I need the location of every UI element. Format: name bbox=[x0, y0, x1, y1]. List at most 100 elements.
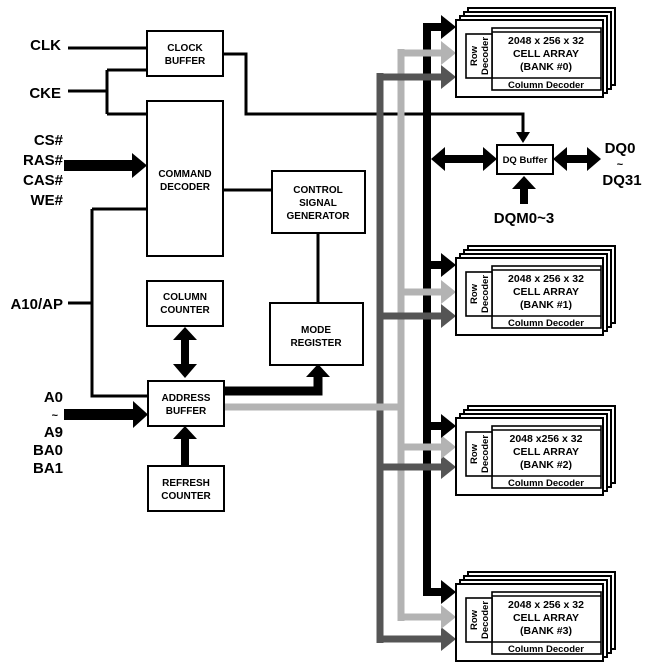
bank-1-row-decoder-line1: Row bbox=[469, 283, 480, 304]
dqm-arrow bbox=[512, 176, 536, 204]
bank-buses bbox=[376, 15, 456, 651]
refresh-counter-arrow bbox=[173, 426, 197, 465]
pin-ras-label: RAS# bbox=[23, 152, 64, 169]
pin-cas-label: CAS# bbox=[23, 172, 64, 189]
bank-1-cell-array-outer bbox=[491, 265, 602, 329]
bank-3-cell-array-outer bbox=[491, 591, 602, 655]
clock-buffer-line2: BUFFER bbox=[165, 56, 206, 67]
command-decoder-line1: COMMAND bbox=[158, 169, 211, 180]
bus-dark-arrowhead-bank-0 bbox=[441, 65, 456, 89]
pin-we-label: WE# bbox=[30, 192, 63, 209]
bus-black-arrowhead-bank-0 bbox=[441, 15, 456, 39]
pin-cs-label: CS# bbox=[34, 132, 64, 149]
pin-dq31-label: DQ31 bbox=[602, 172, 641, 189]
clock-to-dq-wire bbox=[223, 52, 525, 133]
pin-a9-label: A9 bbox=[44, 424, 63, 441]
bank-0-column-decoder: Column Decoder bbox=[508, 80, 584, 91]
ctrl-gen-line1: CONTROL bbox=[293, 185, 342, 196]
address-buffer-block: ADDRESS BUFFER bbox=[147, 380, 225, 427]
bank-0-row-decoder-box bbox=[465, 33, 493, 79]
column-counter-line1: COLUMN bbox=[163, 292, 207, 303]
pin-cke-label: CKE bbox=[29, 85, 61, 102]
dq-bus-left-arrow bbox=[431, 147, 497, 171]
refresh-counter-line1: REFRESH bbox=[162, 478, 210, 489]
a10ap-wire bbox=[68, 207, 149, 398]
refresh-counter-block: REFRESH COUNTER bbox=[147, 465, 225, 512]
pin-a10ap-label: A10/AP bbox=[10, 296, 63, 313]
refresh-counter-line2: COUNTER bbox=[161, 491, 211, 502]
bus-black-arrowhead-bank-3 bbox=[441, 580, 456, 604]
bank-1-row-decoder-box bbox=[465, 271, 493, 317]
bank-3-size: 2048 x 256 x 32 bbox=[508, 599, 584, 611]
ctrl-gen-line3: GENERATOR bbox=[287, 211, 351, 222]
pin-ba1-label: BA1 bbox=[33, 460, 63, 477]
cke-wire bbox=[68, 68, 147, 116]
bank-1-row-decoder-line2: Decoder bbox=[480, 275, 491, 313]
bank-2-row-decoder-box bbox=[465, 431, 493, 477]
bank-0-cell-array-outer bbox=[491, 27, 602, 91]
column-counter-line2: COUNTER bbox=[160, 305, 210, 316]
bank-3-name: (BANK #3) bbox=[520, 625, 572, 637]
mode-register-block: MODE REGISTER bbox=[269, 302, 364, 366]
bank-3-row-decoder-box bbox=[465, 597, 493, 643]
ctrl-gen-line2: SIGNAL bbox=[299, 198, 337, 209]
bank-1-type: CELL ARRAY bbox=[513, 286, 579, 298]
bank-0-row-decoder-line2: Decoder bbox=[480, 37, 491, 75]
bank-3-row-decoder-line1: Row bbox=[469, 609, 480, 630]
bank-1-column-decoder: Column Decoder bbox=[508, 318, 584, 329]
bank-0-type: CELL ARRAY bbox=[513, 48, 579, 60]
bank-2-name: (BANK #2) bbox=[520, 459, 572, 471]
mode-register-line2: REGISTER bbox=[290, 338, 342, 349]
pin-clk-label: CLK bbox=[30, 37, 61, 54]
bank-3-row-decoder-line2: Decoder bbox=[480, 601, 491, 639]
pin-a0-label: A0 bbox=[44, 389, 63, 406]
pin-dq0-label: DQ0 bbox=[605, 140, 636, 157]
bank-3-column-decoder: Column Decoder bbox=[508, 644, 584, 655]
bank-1-size: 2048 x 256 x 32 bbox=[508, 273, 584, 285]
column-counter-block: COLUMN COUNTER bbox=[146, 280, 224, 327]
pin-ba0-label: BA0 bbox=[33, 442, 63, 459]
control-signal-generator-block: CONTROL SIGNAL GENERATOR bbox=[271, 170, 366, 234]
bank-2-type: CELL ARRAY bbox=[513, 446, 579, 458]
dq-bus-right-arrow bbox=[553, 147, 601, 171]
bus-dark-arrowhead-bank-2 bbox=[441, 455, 456, 479]
pin-dq-tilde-label: ~ bbox=[617, 159, 624, 171]
bus-light-arrowhead-bank-0 bbox=[441, 41, 456, 65]
bank-0-name: (BANK #0) bbox=[520, 61, 572, 73]
bank-0-row-decoder-line1: Row bbox=[469, 45, 480, 66]
bank-2-row-decoder-line1: Row bbox=[469, 443, 480, 464]
column-counter-arrow bbox=[173, 327, 197, 378]
clock-buffer-block: CLOCK BUFFER bbox=[146, 30, 224, 77]
bank-2-row-decoder-line2: Decoder bbox=[480, 435, 491, 473]
address-buffer-line1: ADDRESS bbox=[162, 393, 211, 404]
clock-dq-arrowhead bbox=[516, 132, 530, 143]
bank-2-size: 2048 x256 x 32 bbox=[510, 433, 583, 445]
address-buffer-line2: BUFFER bbox=[166, 406, 207, 417]
bus-light-arrowhead-bank-2 bbox=[441, 435, 456, 459]
bus-light-arrowhead-bank-1 bbox=[441, 280, 456, 304]
bus-black-arrowhead-bank-2 bbox=[441, 414, 456, 438]
bank-1-name: (BANK #1) bbox=[520, 299, 572, 311]
bank-2-cell-array-outer bbox=[491, 425, 602, 489]
command-bus-arrow bbox=[64, 153, 147, 178]
addr-to-mode-arrow bbox=[224, 364, 330, 396]
bus-light-arrowhead-bank-3 bbox=[441, 605, 456, 629]
command-decoder-block: COMMAND DECODER bbox=[146, 100, 224, 257]
bank-2-column-decoder: Column Decoder bbox=[508, 478, 584, 489]
bank-0-size: 2048 x 256 x 32 bbox=[508, 35, 584, 47]
dq-buffer-block: DQ Buffer bbox=[496, 144, 554, 175]
bus-dark-arrowhead-bank-1 bbox=[441, 304, 456, 328]
clock-buffer-line1: CLOCK bbox=[167, 43, 203, 54]
mode-register-line1: MODE bbox=[301, 325, 331, 336]
pin-tilde-label: ~ bbox=[52, 410, 59, 422]
bus-dark-arrowhead-bank-3 bbox=[441, 627, 456, 651]
dq-buffer-label: DQ Buffer bbox=[503, 155, 548, 166]
bank-3-type: CELL ARRAY bbox=[513, 612, 579, 624]
pin-dqm-label: DQM0~3 bbox=[494, 210, 554, 227]
